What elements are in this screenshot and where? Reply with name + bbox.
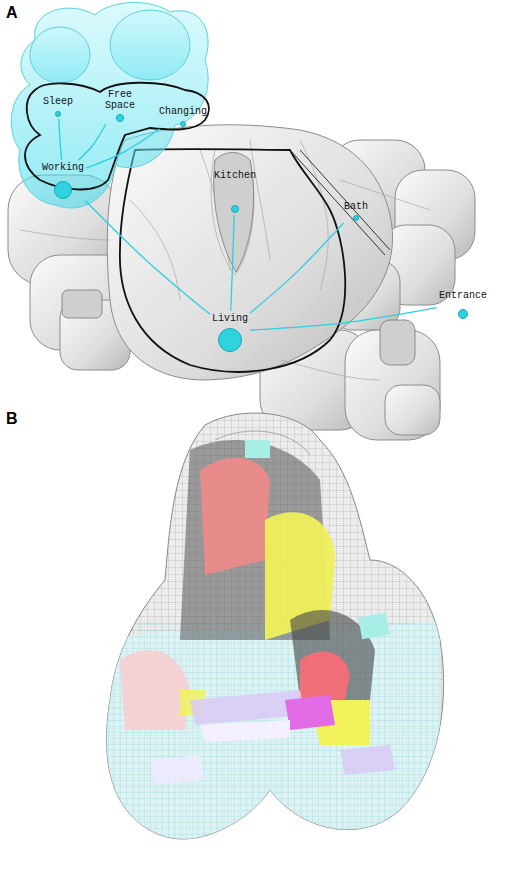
circulation-line xyxy=(86,129,160,168)
panel-letter: B xyxy=(6,410,18,428)
room-node: Free Space xyxy=(98,89,142,122)
floor-lines xyxy=(290,150,390,255)
room-node: Entrance xyxy=(439,290,487,319)
circulation-line xyxy=(59,119,62,160)
circulation-line xyxy=(250,223,344,313)
dark-recess xyxy=(62,153,415,366)
room-node: Kitchen xyxy=(214,170,256,213)
room-label: Kitchen xyxy=(214,170,256,181)
room-label: Free Space xyxy=(98,89,142,111)
room-label: Changing xyxy=(159,106,207,117)
room-dot xyxy=(54,181,72,199)
room-label: Sleep xyxy=(43,96,73,107)
room-dot xyxy=(458,309,468,319)
circulation-line xyxy=(86,201,210,314)
room-dot xyxy=(55,111,61,117)
room-node: Bath xyxy=(344,201,368,221)
room-dot xyxy=(180,121,186,127)
room-dot xyxy=(116,114,124,122)
private-floor-outline xyxy=(25,83,209,190)
room-node: Working xyxy=(42,162,84,199)
private-zone xyxy=(11,3,208,208)
wireframe-volume xyxy=(100,400,460,860)
room-label: Working xyxy=(42,162,84,173)
room-label: Bath xyxy=(344,201,368,212)
room-node: Sleep xyxy=(43,96,73,117)
circulation-line xyxy=(231,215,234,311)
panel-letter: A xyxy=(6,4,18,22)
circulation-line xyxy=(250,308,437,330)
room-label: Entrance xyxy=(439,290,487,301)
room-dot xyxy=(231,205,239,213)
room-dot xyxy=(353,215,359,221)
room-node: Changing xyxy=(159,106,207,127)
circulation-line xyxy=(79,124,106,160)
room-node: Living xyxy=(212,313,248,352)
living-floor-outline xyxy=(120,149,345,372)
blob-mass xyxy=(8,125,475,440)
room-dot xyxy=(218,328,242,352)
room-label: Living xyxy=(212,313,248,324)
